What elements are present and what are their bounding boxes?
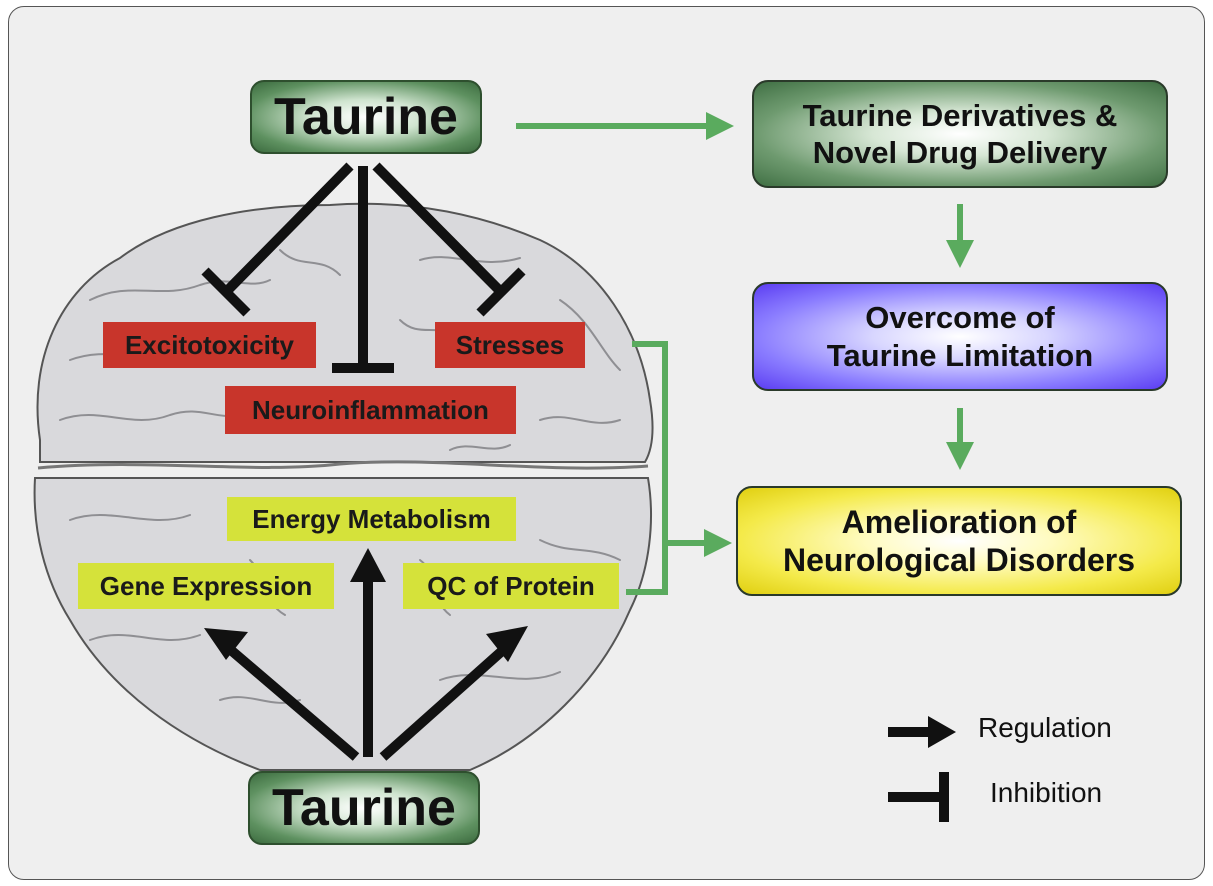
inhibit-line-excitotoxicity <box>222 162 354 296</box>
overcome-line-2: Taurine Limitation <box>826 337 1094 373</box>
taurine-top-box: Taurine <box>250 80 482 154</box>
amelioration-box: Amelioration of Neurological Disorders <box>736 486 1182 596</box>
excitotoxicity-label: Excitotoxicity <box>124 329 295 360</box>
legend-glyphs <box>888 716 956 822</box>
inhibit-line-stresses <box>372 162 505 296</box>
inhibition-arrows <box>201 162 526 373</box>
regulate-head-gene <box>204 628 248 660</box>
legend-regulation-label: Regulation <box>978 712 1112 743</box>
overcome-box: Overcome of Taurine Limitation <box>752 282 1168 391</box>
taurine-top-label: Taurine <box>274 88 458 146</box>
flow-arrows <box>516 112 974 595</box>
regulate-line-gene <box>228 647 360 761</box>
regulate-line-qc <box>379 647 506 761</box>
legend-regulation-arrowhead <box>928 716 956 748</box>
arrowhead-amelioration <box>946 442 974 470</box>
qc-of-protein-label: QC of Protein <box>427 570 595 601</box>
derivatives-line-1: Taurine Derivatives & <box>802 97 1118 133</box>
brain-fissure <box>37 460 649 470</box>
arrowhead-derivatives <box>706 112 734 140</box>
energy-metabolism-box: Energy Metabolism <box>227 497 516 541</box>
stresses-box: Stresses <box>435 322 585 368</box>
qc-of-protein-box: QC of Protein <box>403 563 619 609</box>
arrowhead-overcome <box>946 240 974 268</box>
regulation-arrows <box>204 548 528 761</box>
legend-inhibition-label: Inhibition <box>990 777 1103 808</box>
excitotoxicity-box: Excitotoxicity <box>103 322 316 368</box>
derivatives-box: Taurine Derivatives & Novel Drug Deliver… <box>752 80 1168 188</box>
brain-lower-hemisphere <box>33 477 652 771</box>
arrowhead-bracket <box>704 529 732 557</box>
gene-expression-label: Gene Expression <box>99 570 313 601</box>
inhibit-bar-excitotoxicity <box>201 267 251 317</box>
bracket-effects <box>626 341 668 595</box>
gene-expression-box: Gene Expression <box>78 563 334 609</box>
neuroinflammation-label: Neuroinflammation <box>252 394 489 425</box>
energy-metabolism-label: Energy Metabolism <box>252 503 491 534</box>
regulate-head-qc <box>486 626 528 662</box>
stresses-label: Stresses <box>455 329 565 360</box>
amelioration-line-2: Neurological Disorders <box>782 542 1136 578</box>
brain-illustration <box>33 202 654 771</box>
amelioration-line-1: Amelioration of <box>841 503 1077 540</box>
neuroinflammation-box: Neuroinflammation <box>225 386 516 434</box>
regulate-head-energy <box>350 548 386 582</box>
taurine-bottom-box: Taurine <box>248 771 480 845</box>
overcome-line-1: Overcome of <box>865 300 1055 336</box>
inhibit-bar-stresses <box>476 267 526 317</box>
derivatives-line-2: Novel Drug Delivery <box>812 135 1108 170</box>
taurine-bottom-label: Taurine <box>272 779 456 837</box>
